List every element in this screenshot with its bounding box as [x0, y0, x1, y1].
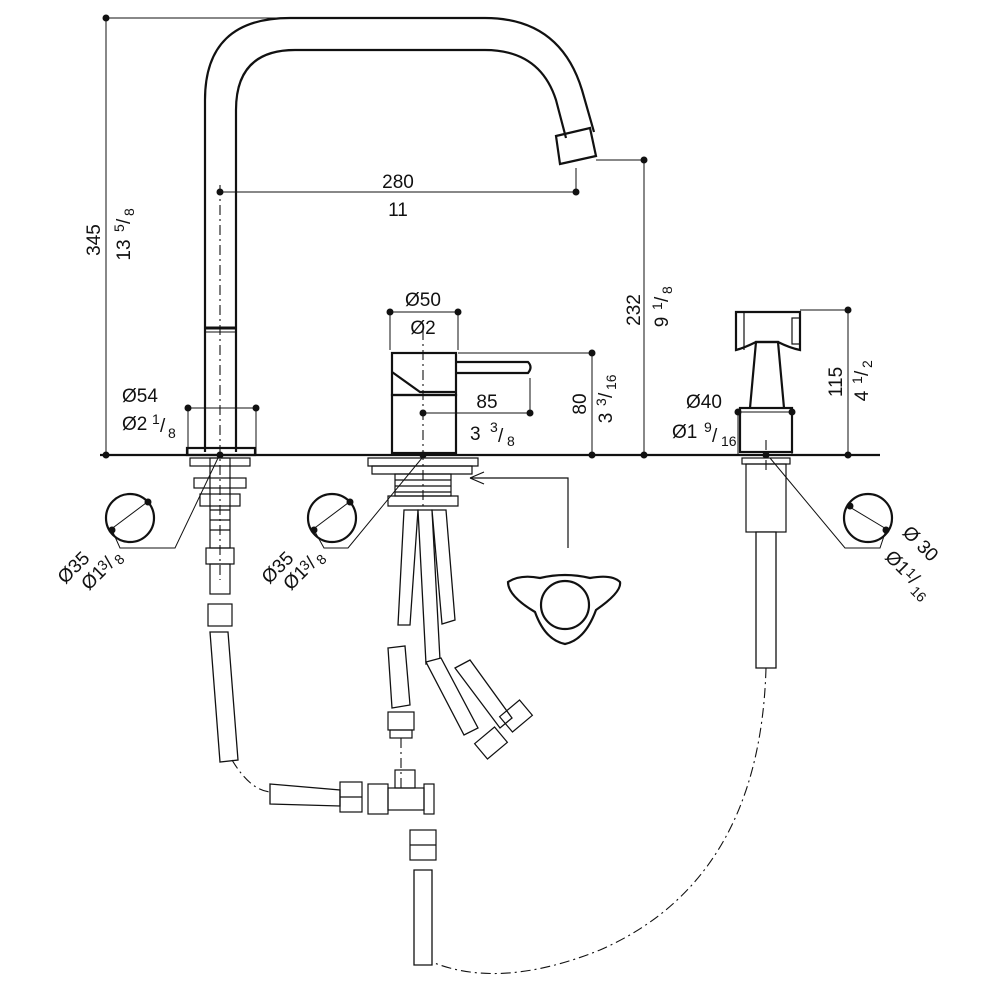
dim-valve-height-mm: 80: [570, 393, 591, 414]
dimension-lines: [102, 14, 852, 459]
svg-text:/: /: [852, 370, 873, 376]
dim-spray-height-in: 4: [852, 390, 873, 401]
dim-spray-height-in-den: 2: [859, 360, 875, 368]
mounting-hole-2: [306, 457, 423, 549]
dim-reach-in: 11: [388, 200, 408, 221]
svg-text:/: /: [712, 426, 718, 447]
svg-text:/: /: [596, 392, 617, 398]
svg-text:/: /: [498, 426, 504, 447]
dim-handle-len-in: 3: [470, 424, 481, 445]
dim-height-total-in: 13: [114, 239, 135, 260]
dim-valve-dia-mm: Ø50: [405, 290, 441, 311]
dim-valve-height-in-num: 3: [593, 398, 609, 406]
dim-handle-len-in-den: 8: [507, 433, 515, 449]
dim-spout-height-mm: 232: [624, 294, 645, 326]
dim-base-dia-in-num: 1: [152, 411, 160, 427]
spout-mounting: [189, 457, 363, 813]
dim-reach-mm: 280: [382, 172, 414, 193]
dim-spray-dia-in-den: 16: [721, 433, 737, 449]
valve-hoses: [387, 509, 534, 790]
mounting-hole-3: [769, 457, 894, 549]
tee-connector: [367, 769, 437, 966]
dim-valve-height-in-den: 16: [603, 374, 619, 390]
dim-spray-dia-in-num: 9: [704, 419, 712, 435]
dim-spout-height-in-num: 1: [649, 302, 665, 310]
dim-spout-height-in-den: 8: [659, 286, 675, 294]
svg-text:/: /: [160, 416, 166, 437]
dim-height-total-in-den: 8: [121, 208, 137, 216]
dim-spray-dia-mm: Ø40: [686, 392, 722, 413]
dim-spray-height-mm: 115: [826, 367, 847, 397]
dim-base-dia-in-den: 8: [168, 425, 176, 441]
dim-spout-height-in: 9: [652, 317, 673, 328]
dim-valve-height-in: 3: [596, 413, 617, 424]
dim-valve-dia-in: Ø2: [410, 318, 435, 339]
dim-height-total-in-num: 5: [111, 224, 127, 232]
svg-text:/: /: [652, 296, 673, 302]
escutcheon-detail: [469, 471, 622, 646]
dim-handle-len-mm: 85: [476, 392, 497, 413]
dim-spray-dia-in: Ø1: [672, 422, 697, 443]
dim-height-total-mm: 345: [84, 224, 105, 256]
mounting-hole-1: [104, 457, 219, 549]
dim-base-dia-mm: Ø54: [122, 386, 158, 407]
dim-base-dia-in: Ø2: [122, 414, 147, 435]
dim-spray-height-in-num: 1: [849, 376, 865, 384]
dim-handle-len-in-num: 3: [490, 419, 498, 435]
svg-text:/: /: [114, 218, 135, 224]
